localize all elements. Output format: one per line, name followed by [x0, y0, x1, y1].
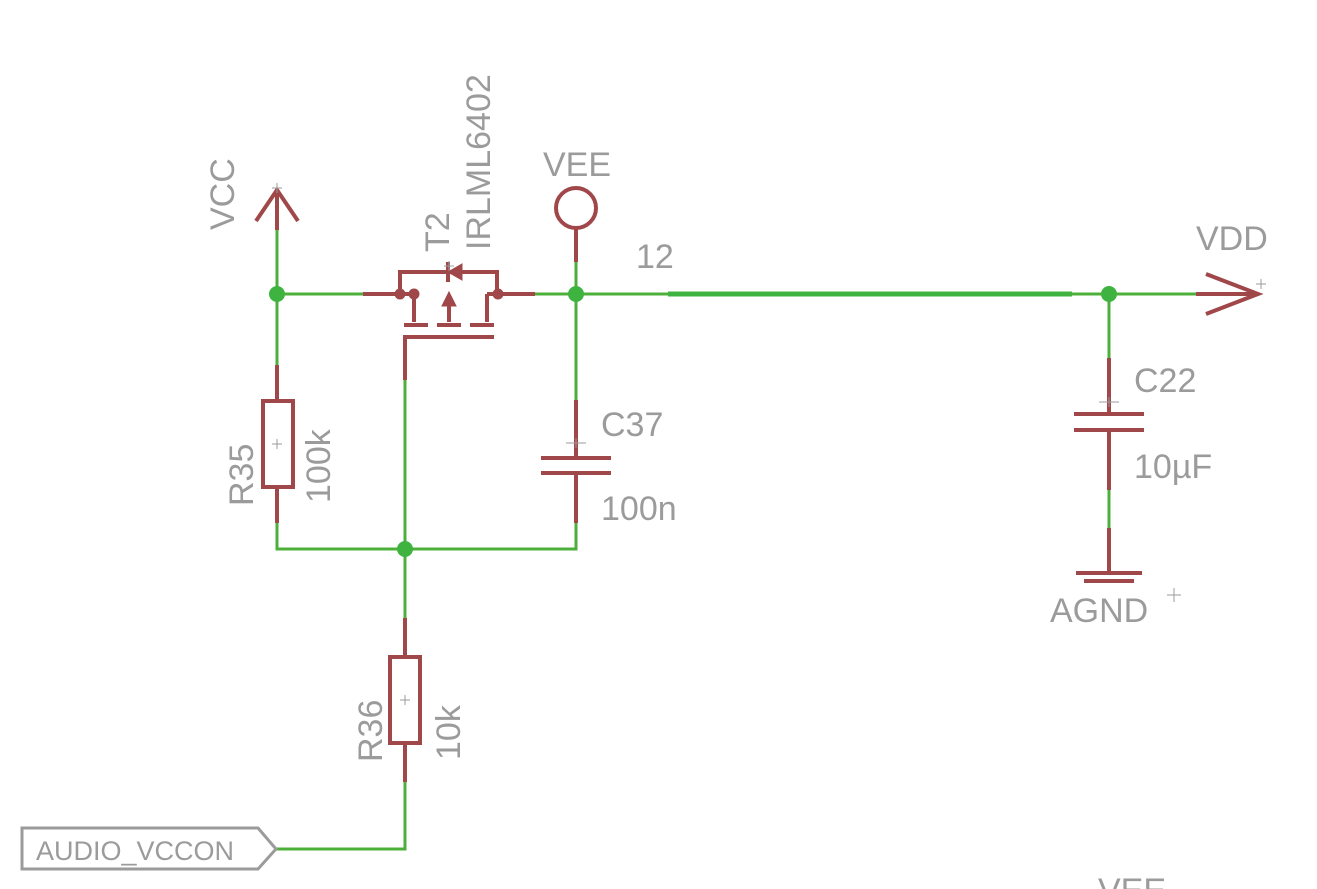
agnd-label: AGND [1050, 592, 1148, 630]
c37-value-label: 100n [601, 490, 677, 528]
c37-name-label: C37 [601, 406, 663, 444]
vdd-supply: VDD [1196, 220, 1268, 316]
transistor-t2: T2 IRLML6402 [363, 74, 535, 380]
audio-vccon-port: AUDIO_VCCON [20, 826, 278, 871]
junction-dot [1101, 286, 1117, 302]
port-label: AUDIO_VCCON [36, 836, 234, 866]
t2-arrow-icon [441, 290, 457, 307]
vcc-origin-cross-icon [272, 183, 282, 193]
agnd-supply: AGND [1050, 528, 1181, 630]
wire-r36-to-port [276, 778, 407, 851]
wires [275, 226, 1198, 851]
t2-value-label: IRLML6402 [460, 74, 498, 250]
vee-top-label: VEE [543, 146, 611, 184]
vdd-arrow-icon [1205, 272, 1264, 316]
vee-bottom-label: VEE [1098, 872, 1166, 889]
junction-dot [269, 286, 285, 302]
t2-origin-cross-icon [444, 261, 454, 271]
vee-circle-icon [554, 186, 598, 230]
r35-name-label: R35 [223, 444, 261, 506]
resistor-r35: R35 100k [223, 365, 338, 523]
r35-origin-cross-icon [272, 439, 282, 449]
r36-value-label: 10k [430, 704, 468, 760]
junction-dot [397, 541, 413, 557]
c22-name-label: C22 [1134, 362, 1196, 400]
vdd-label: VDD [1196, 220, 1268, 258]
capacitor-c37: C37 100n [541, 400, 677, 528]
vee-top-supply: VEE [543, 146, 611, 262]
c22-origin-cross-icon [1099, 397, 1119, 407]
t2-diode-icon [446, 263, 463, 281]
vcc-supply: VCC [204, 158, 300, 230]
port-outline-icon [20, 826, 278, 871]
junctions [269, 286, 1117, 557]
junction-dot [568, 286, 584, 302]
vdd-origin-cross-icon [1256, 279, 1266, 289]
resistor-r36: R36 10k [352, 618, 468, 782]
net-12-label: 12 [636, 238, 674, 276]
vcc-label: VCC [204, 158, 242, 230]
r35-value-label: 100k [300, 428, 338, 503]
agnd-origin-cross-icon [1167, 588, 1181, 602]
capacitor-c22: C22 10µF [1074, 358, 1212, 490]
r36-name-label: R36 [352, 700, 390, 762]
t2-name-label: T2 [419, 212, 457, 252]
c22-value-label: 10µF [1134, 448, 1212, 486]
wire-bottom-rail [275, 519, 578, 551]
r36-origin-cross-icon [400, 695, 410, 705]
c37-origin-cross-icon [566, 438, 586, 448]
